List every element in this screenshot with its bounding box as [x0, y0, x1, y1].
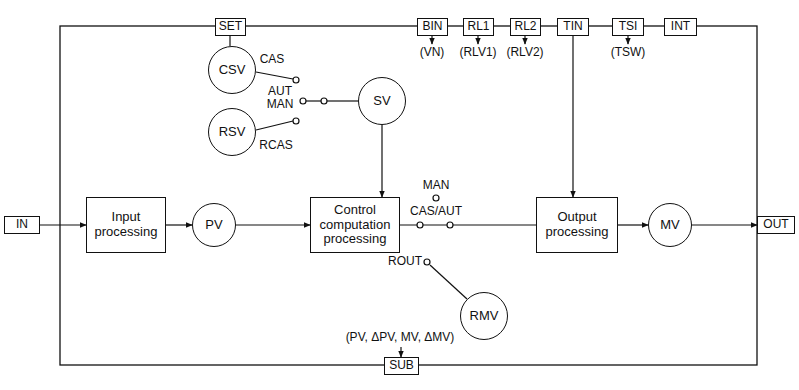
node-text: CSV: [219, 63, 246, 78]
data-circle: PV: [192, 203, 236, 247]
terminal-box: OUT: [757, 216, 795, 234]
node-text: RMV: [470, 309, 499, 324]
function-block-frame: [60, 26, 757, 365]
terminal-box: RL2: [510, 18, 541, 36]
node-text: Input processing: [87, 210, 165, 240]
process-box: Control computation processing: [310, 197, 400, 253]
process-box: Input processing: [86, 197, 166, 253]
node-text: MV: [660, 218, 680, 233]
signal-label: MAN: [266, 98, 295, 111]
terminal-box: IN: [4, 216, 40, 234]
node-text: TSI: [619, 20, 638, 34]
signal-connector: [618, 224, 648, 225]
signal-label: (RLV2): [505, 46, 544, 59]
node-text: RL1: [467, 20, 489, 34]
rout-wire: [430, 265, 467, 299]
signal-label: (PV, ΔPV, MV, ΔMV): [345, 331, 456, 344]
signal-connector: [236, 224, 310, 225]
signal-label: CAS/AUT: [409, 205, 463, 218]
setpoint-switch: [256, 72, 358, 130]
terminal-arrows: [401, 35, 628, 357]
signal-label: (TSW): [610, 46, 647, 59]
terminal-box: INT: [664, 18, 697, 36]
node-text: SET: [219, 20, 242, 34]
data-circle: SV: [358, 77, 406, 125]
signal-connector: [229, 36, 230, 47]
signal-connector: [166, 224, 192, 225]
signal-connector: [40, 224, 86, 225]
process-box: Output processing: [536, 197, 618, 253]
node-text: INT: [671, 20, 690, 34]
signal-connector: [381, 125, 382, 197]
terminal-box: RL1: [463, 18, 494, 36]
signal-label: MAN: [422, 179, 451, 192]
node-text: PV: [205, 218, 222, 233]
terminal-box: SET: [215, 18, 246, 36]
terminal-box: TIN: [557, 18, 589, 36]
data-circle: CSV: [208, 46, 256, 94]
node-text: BIN: [422, 20, 442, 34]
node-text: RL2: [514, 20, 536, 34]
node-text: IN: [16, 218, 28, 232]
node-text: Output processing: [537, 210, 617, 240]
terminal-box: TSI: [612, 18, 644, 36]
node-text: RSV: [219, 125, 246, 140]
node-text: SV: [373, 94, 390, 109]
data-circle: RMV: [460, 292, 508, 340]
signal-label: CAS: [259, 53, 286, 66]
node-text: Control computation processing: [311, 203, 399, 248]
signal-label: ROUT: [387, 255, 423, 268]
node-text: OUT: [763, 218, 788, 232]
signal-connector: [572, 36, 573, 198]
signal-label: AUT: [267, 85, 293, 98]
signal-label: RCAS: [258, 139, 293, 152]
node-text: SUB: [389, 359, 414, 373]
terminal-box: BIN: [417, 18, 448, 36]
signal-connector: [692, 224, 757, 225]
data-circle: MV: [648, 203, 692, 247]
signal-label: (VN): [419, 46, 446, 59]
signal-label: (RLV1): [458, 46, 497, 59]
node-text: TIN: [563, 20, 582, 34]
data-circle: RSV: [208, 108, 256, 156]
terminal-box: SUB: [384, 357, 419, 375]
